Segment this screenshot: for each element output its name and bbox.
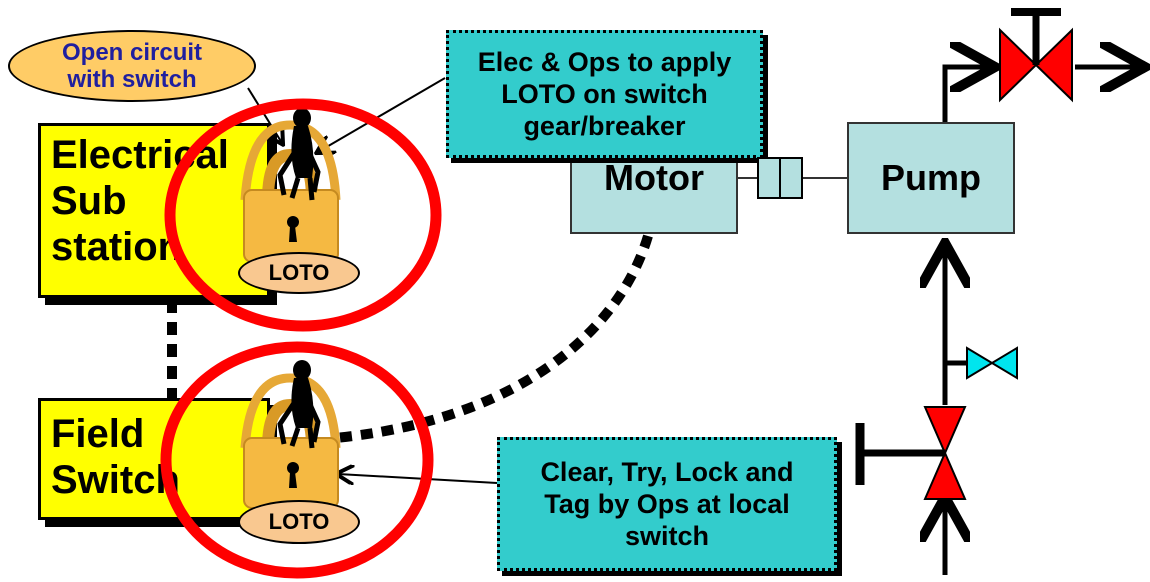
electrical-substation-box: Electrical Sub station (38, 123, 270, 298)
vent-valve-icon (966, 346, 1018, 380)
motor-to-switch-link (334, 234, 653, 443)
field-switch-box: Field Switch (38, 398, 270, 520)
loto-tag-bottom: LOTO (238, 500, 360, 544)
gate-valve-icon (999, 8, 1073, 103)
worker-icon (277, 108, 321, 201)
callout-pointer (247, 87, 282, 143)
coupling-icon (757, 157, 803, 199)
note-clear-try-lock-tag: Clear, Try, Lock and Tag by Ops at local… (497, 437, 837, 571)
worker-icon (277, 360, 321, 449)
highlight-ring-top (164, 98, 442, 332)
open-circuit-callout: Open circuit with switch (8, 30, 256, 102)
pump-block: Pump (847, 122, 1015, 234)
note-top-pointer (318, 77, 446, 152)
gate-valve-icon (855, 406, 967, 500)
note-elec-ops-loto: Elec & Ops to apply LOTO on switch gear/… (446, 30, 763, 158)
highlight-ring-bottom (160, 341, 434, 579)
note-bottom-pointer (338, 474, 498, 483)
discharge-pipe (942, 67, 990, 148)
loto-tag-top: LOTO (238, 252, 360, 294)
